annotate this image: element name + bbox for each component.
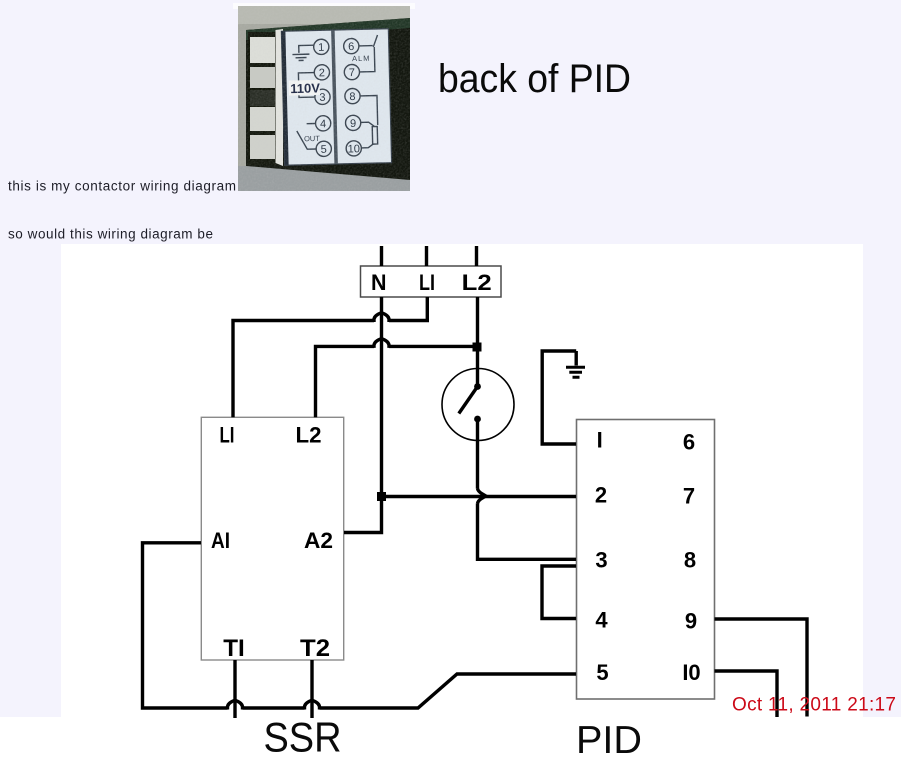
svg-text:6: 6 xyxy=(683,430,695,455)
svg-text:4: 4 xyxy=(595,608,608,633)
svg-text:so would this wiring diagram b: so would this wiring diagram be xyxy=(8,227,213,242)
svg-text:T2: T2 xyxy=(300,635,330,662)
svg-text:PID: PID xyxy=(576,719,642,762)
svg-text:L2: L2 xyxy=(296,423,322,448)
svg-text:A2: A2 xyxy=(304,528,333,553)
svg-text:TI: TI xyxy=(223,635,245,662)
svg-text:2: 2 xyxy=(595,483,607,508)
svg-text:AI: AI xyxy=(211,528,230,553)
svg-text:3: 3 xyxy=(595,548,607,573)
svg-text:5: 5 xyxy=(596,660,608,685)
svg-text:8: 8 xyxy=(684,548,696,573)
svg-text:N: N xyxy=(371,270,387,295)
svg-text:back of PID: back of PID xyxy=(438,57,631,101)
svg-text:SSR: SSR xyxy=(264,714,342,761)
svg-text:LI: LI xyxy=(419,270,435,295)
svg-text:I0: I0 xyxy=(682,660,700,685)
svg-text:Oct 11, 2011 21:17: Oct 11, 2011 21:17 xyxy=(732,695,896,716)
svg-text:L2: L2 xyxy=(462,270,492,295)
svg-text:I: I xyxy=(597,428,603,453)
svg-text:LI: LI xyxy=(220,423,235,448)
svg-text:this is my contactor wiring di: this is my contactor wiring diagram xyxy=(8,179,236,194)
svg-text:7: 7 xyxy=(683,484,695,509)
svg-text:9: 9 xyxy=(685,609,697,634)
